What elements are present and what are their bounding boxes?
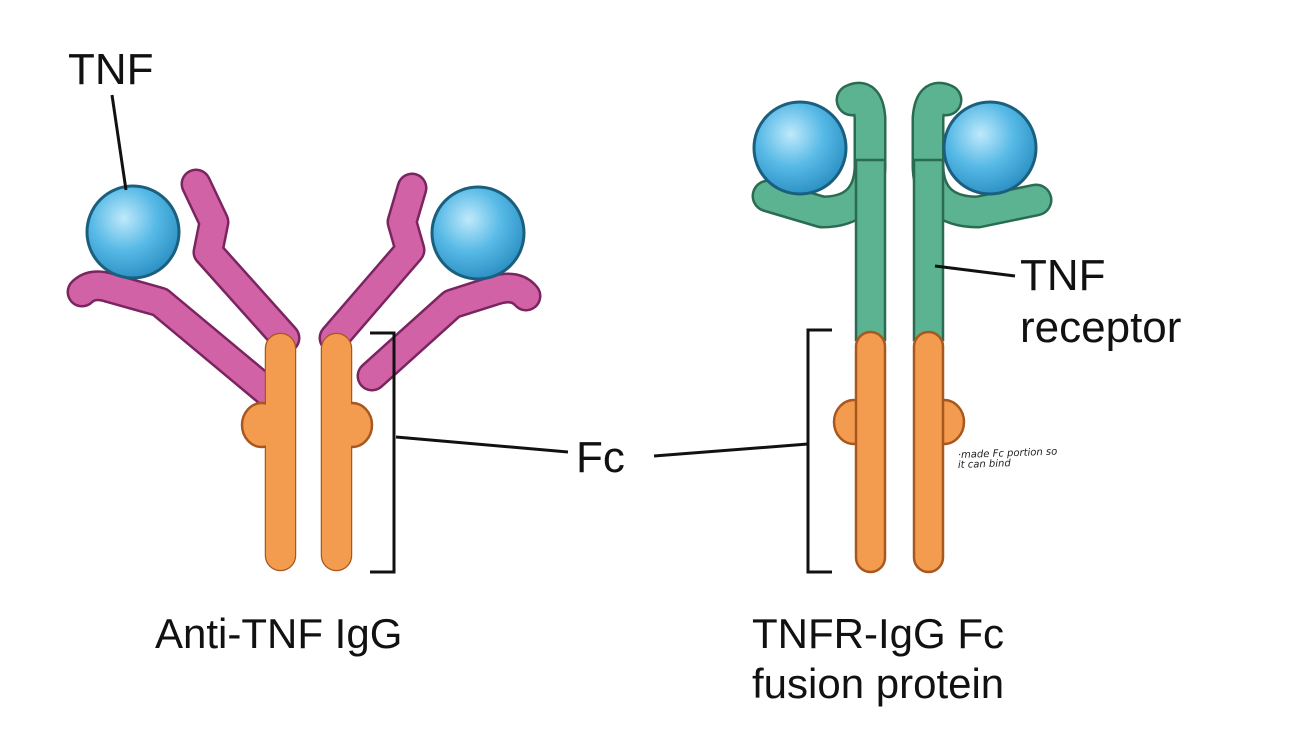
- fc-bracket-left: [370, 331, 396, 574]
- handwritten-note-2: it can bind: [958, 458, 1012, 471]
- label-tnf-receptor-2: receptor: [1020, 303, 1181, 352]
- label-anti-tnf-igg: Anti-TNF IgG: [155, 610, 402, 657]
- tnf-ball-right: [430, 185, 526, 281]
- tnf-ball-fusion-left: [752, 100, 848, 196]
- label-fusion-1: TNFR-IgG Fc: [752, 610, 1004, 657]
- handwritten-note-1: ·made Fc portion so: [958, 447, 1058, 461]
- label-fc: Fc: [576, 433, 625, 482]
- label-tnf: TNF: [68, 45, 154, 94]
- tnf-ball-left: [85, 184, 181, 280]
- tnfr-fusion-protein: [751, 81, 1053, 574]
- fc-bracket-right: [806, 328, 832, 574]
- label-fusion-2: fusion protein: [752, 660, 1004, 707]
- fc-leader-right: [653, 442, 809, 458]
- fc-leader-left: [395, 435, 569, 454]
- label-tnf-receptor-1: TNF: [1020, 251, 1106, 300]
- tnf-receptor-leader-line: [934, 264, 1016, 278]
- tnf-ball-fusion-right: [942, 100, 1038, 196]
- anti-tnf-igg: [66, 168, 542, 572]
- tnf-leader-line: [110, 94, 128, 191]
